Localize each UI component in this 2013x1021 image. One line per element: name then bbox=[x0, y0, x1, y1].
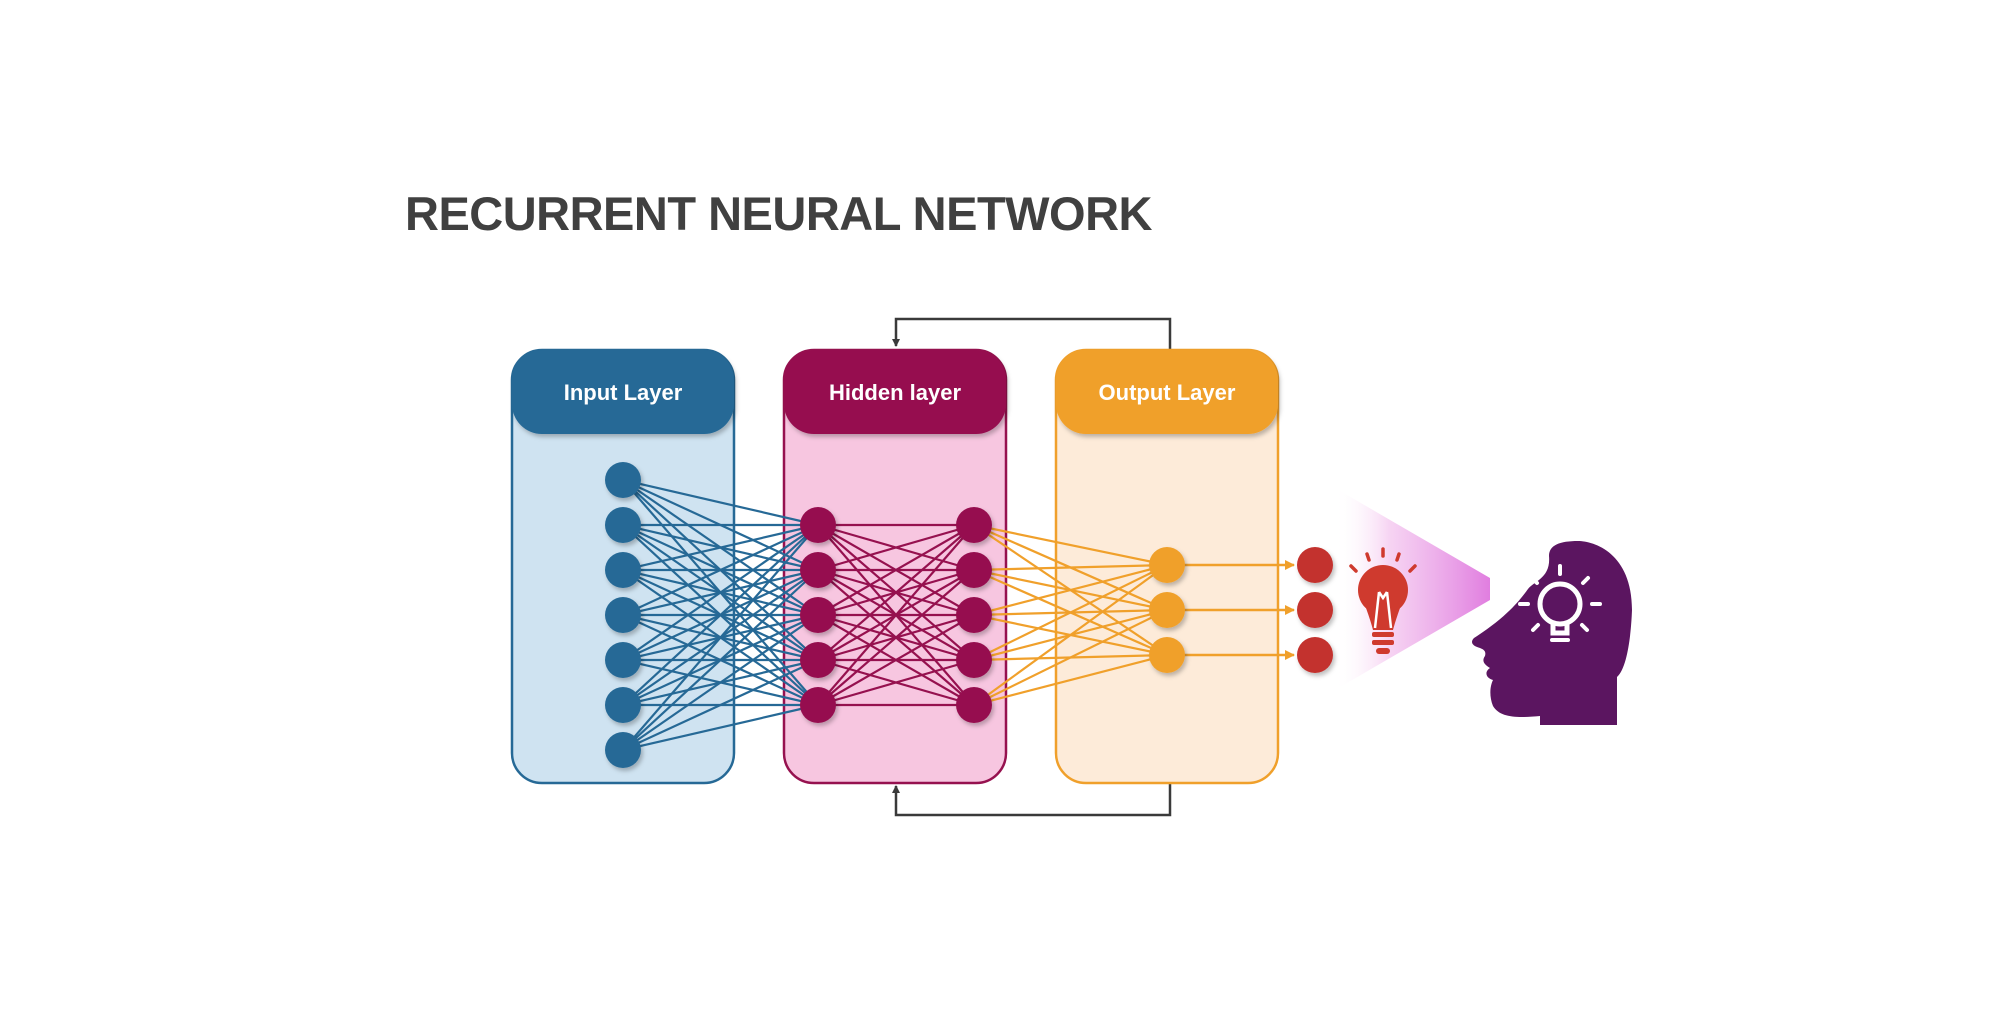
output-node bbox=[1149, 592, 1185, 628]
hidden-hidden-edge bbox=[817, 524, 975, 661]
hidden-node bbox=[800, 687, 836, 723]
hidden-hidden-edge bbox=[817, 524, 975, 616]
hidden-output-edge bbox=[973, 523, 1168, 567]
hidden-output-edge bbox=[973, 563, 1168, 572]
light-bulb-icon bbox=[1349, 547, 1417, 654]
recurrent-arrow-bottom bbox=[892, 783, 1172, 817]
hidden-output-edge bbox=[973, 609, 1168, 706]
output-layer-header bbox=[1056, 350, 1278, 434]
input-hidden-edge bbox=[622, 703, 819, 752]
input-node bbox=[605, 732, 641, 768]
input-node bbox=[605, 642, 641, 678]
hidden-node bbox=[956, 552, 992, 588]
input-layer-header bbox=[512, 350, 734, 434]
input-hidden-edge bbox=[622, 659, 819, 751]
input-hidden-edge bbox=[622, 524, 819, 616]
hidden-output-edge bbox=[973, 564, 1168, 706]
hidden-node bbox=[800, 642, 836, 678]
input-hidden-edge bbox=[622, 524, 819, 751]
input-node bbox=[605, 597, 641, 633]
input-node bbox=[605, 462, 641, 498]
hidden-output-edge bbox=[973, 563, 1168, 617]
input-hidden-edge bbox=[622, 614, 819, 751]
hidden-hidden-edge bbox=[817, 614, 975, 706]
hidden-node bbox=[800, 597, 836, 633]
hidden-layer-label: Hidden layer bbox=[829, 380, 961, 405]
input-hidden-edge bbox=[622, 478, 819, 527]
head-lightbulb-icon bbox=[1472, 541, 1632, 725]
result-node bbox=[1297, 592, 1333, 628]
recurrent-arrow-top bbox=[892, 317, 1172, 349]
hidden-output-edge bbox=[973, 653, 1168, 707]
hidden-hidden-edge bbox=[817, 569, 975, 706]
hidden-hidden-edge bbox=[817, 658, 975, 707]
recurrent-arrows bbox=[892, 317, 1172, 817]
hidden-node bbox=[956, 507, 992, 543]
hidden-node bbox=[956, 687, 992, 723]
hidden-layer-header bbox=[784, 350, 1006, 434]
input-hidden-edge bbox=[622, 569, 819, 751]
hidden-hidden-edge bbox=[817, 524, 975, 706]
hidden-layer-panel: Hidden layer bbox=[782, 348, 1008, 785]
input-hidden-edge bbox=[622, 524, 819, 706]
connections bbox=[622, 478, 1295, 752]
light-beam bbox=[1335, 488, 1490, 690]
input-hidden-edge bbox=[622, 523, 819, 572]
input-node bbox=[605, 507, 641, 543]
hidden-node bbox=[956, 642, 992, 678]
input-node bbox=[605, 687, 641, 723]
nodes bbox=[605, 462, 1333, 768]
input-layer-label: Input Layer bbox=[564, 380, 683, 405]
result-node bbox=[1297, 637, 1333, 673]
hidden-node bbox=[800, 507, 836, 543]
output-layer-label: Output Layer bbox=[1099, 380, 1236, 405]
output-node bbox=[1149, 547, 1185, 583]
hidden-node bbox=[800, 552, 836, 588]
hidden-output-edge bbox=[973, 564, 1168, 661]
output-node bbox=[1149, 637, 1185, 673]
page-title: RECURRENT NEURAL NETWORK bbox=[405, 187, 1152, 240]
result-node bbox=[1297, 547, 1333, 583]
input-node bbox=[605, 552, 641, 588]
input-hidden-edge bbox=[622, 524, 819, 661]
hidden-node bbox=[956, 597, 992, 633]
hidden-hidden-edge bbox=[817, 523, 975, 572]
